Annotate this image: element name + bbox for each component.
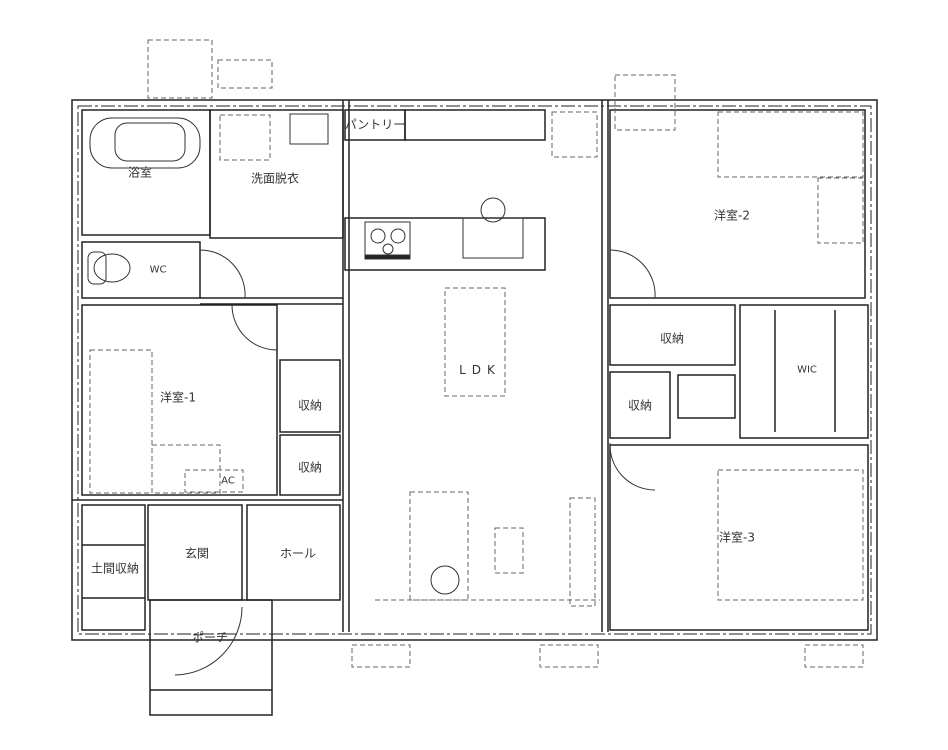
porch-walls bbox=[149, 599, 273, 716]
toilet bbox=[87, 251, 107, 285]
room1-walls bbox=[81, 304, 278, 496]
label-storage-l2: 収納 bbox=[297, 460, 323, 475]
label-storage-l1: 収納 bbox=[297, 398, 323, 413]
walls bbox=[71, 99, 878, 716]
hall-walls bbox=[246, 504, 341, 601]
storage-l1-walls bbox=[279, 359, 341, 433]
door-swing bbox=[231, 304, 278, 351]
label-room1: 洋室-1 bbox=[160, 390, 196, 405]
room2-walls bbox=[609, 109, 866, 299]
label-wic: WIC bbox=[797, 364, 817, 376]
label-storage-r2: 収納 bbox=[627, 398, 653, 413]
dashed-furniture bbox=[89, 39, 864, 668]
label-washroom: 洗面脱衣 bbox=[250, 171, 300, 186]
ac-unit bbox=[184, 469, 244, 493]
wic-walls bbox=[739, 304, 869, 439]
label-doma-storage: 土間収納 bbox=[90, 561, 140, 576]
label-pantry: パントリー bbox=[344, 117, 406, 132]
bathtub bbox=[89, 117, 201, 169]
wc-walls bbox=[81, 241, 201, 299]
label-bath: 浴室 bbox=[127, 165, 153, 180]
dining-table bbox=[444, 287, 506, 397]
bed-room1 bbox=[89, 349, 153, 494]
label-porch: ポーチ bbox=[191, 630, 229, 645]
sofa bbox=[409, 491, 469, 601]
sink bbox=[462, 217, 524, 259]
wash-basin bbox=[289, 113, 329, 145]
storage-l2-walls bbox=[279, 434, 341, 496]
label-storage-r1: 収納 bbox=[659, 331, 685, 346]
label-hall: ホール bbox=[279, 546, 317, 561]
person-figure bbox=[430, 565, 460, 595]
window-upper bbox=[404, 109, 546, 141]
label-ac: AC bbox=[221, 475, 235, 487]
kitchen-counter bbox=[344, 217, 546, 271]
tv-board bbox=[569, 497, 596, 607]
label-wc: WC bbox=[149, 264, 167, 276]
label-entrance: 玄関 bbox=[184, 546, 210, 561]
label-room3: 洋室-3 bbox=[719, 530, 755, 545]
label-room2: 洋室-2 bbox=[714, 208, 750, 223]
label-ldk: LDK bbox=[459, 363, 501, 377]
doma-storage-walls bbox=[81, 504, 146, 631]
room3-walls bbox=[609, 444, 869, 631]
storage-r1-walls bbox=[609, 304, 736, 366]
bed-room2 bbox=[717, 111, 864, 178]
fixtures bbox=[87, 113, 656, 676]
storage-r2-walls bbox=[609, 371, 671, 439]
bed-room3 bbox=[717, 469, 864, 601]
